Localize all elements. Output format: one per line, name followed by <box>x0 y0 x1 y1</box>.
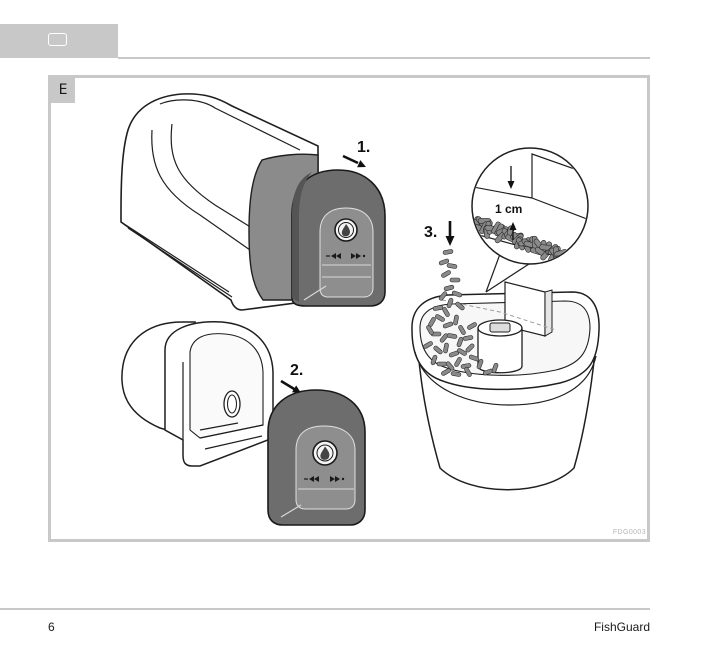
figure-code: FDG0003 <box>612 529 646 536</box>
footer-rule <box>0 608 650 610</box>
rounded-rect-icon <box>48 33 67 46</box>
product-name: FishGuard <box>593 620 650 634</box>
figure-frame: E <box>48 75 650 542</box>
page-number: 6 <box>48 620 55 634</box>
header-rule <box>118 57 650 59</box>
figure-label: E <box>51 78 75 103</box>
section-tab <box>0 24 118 58</box>
